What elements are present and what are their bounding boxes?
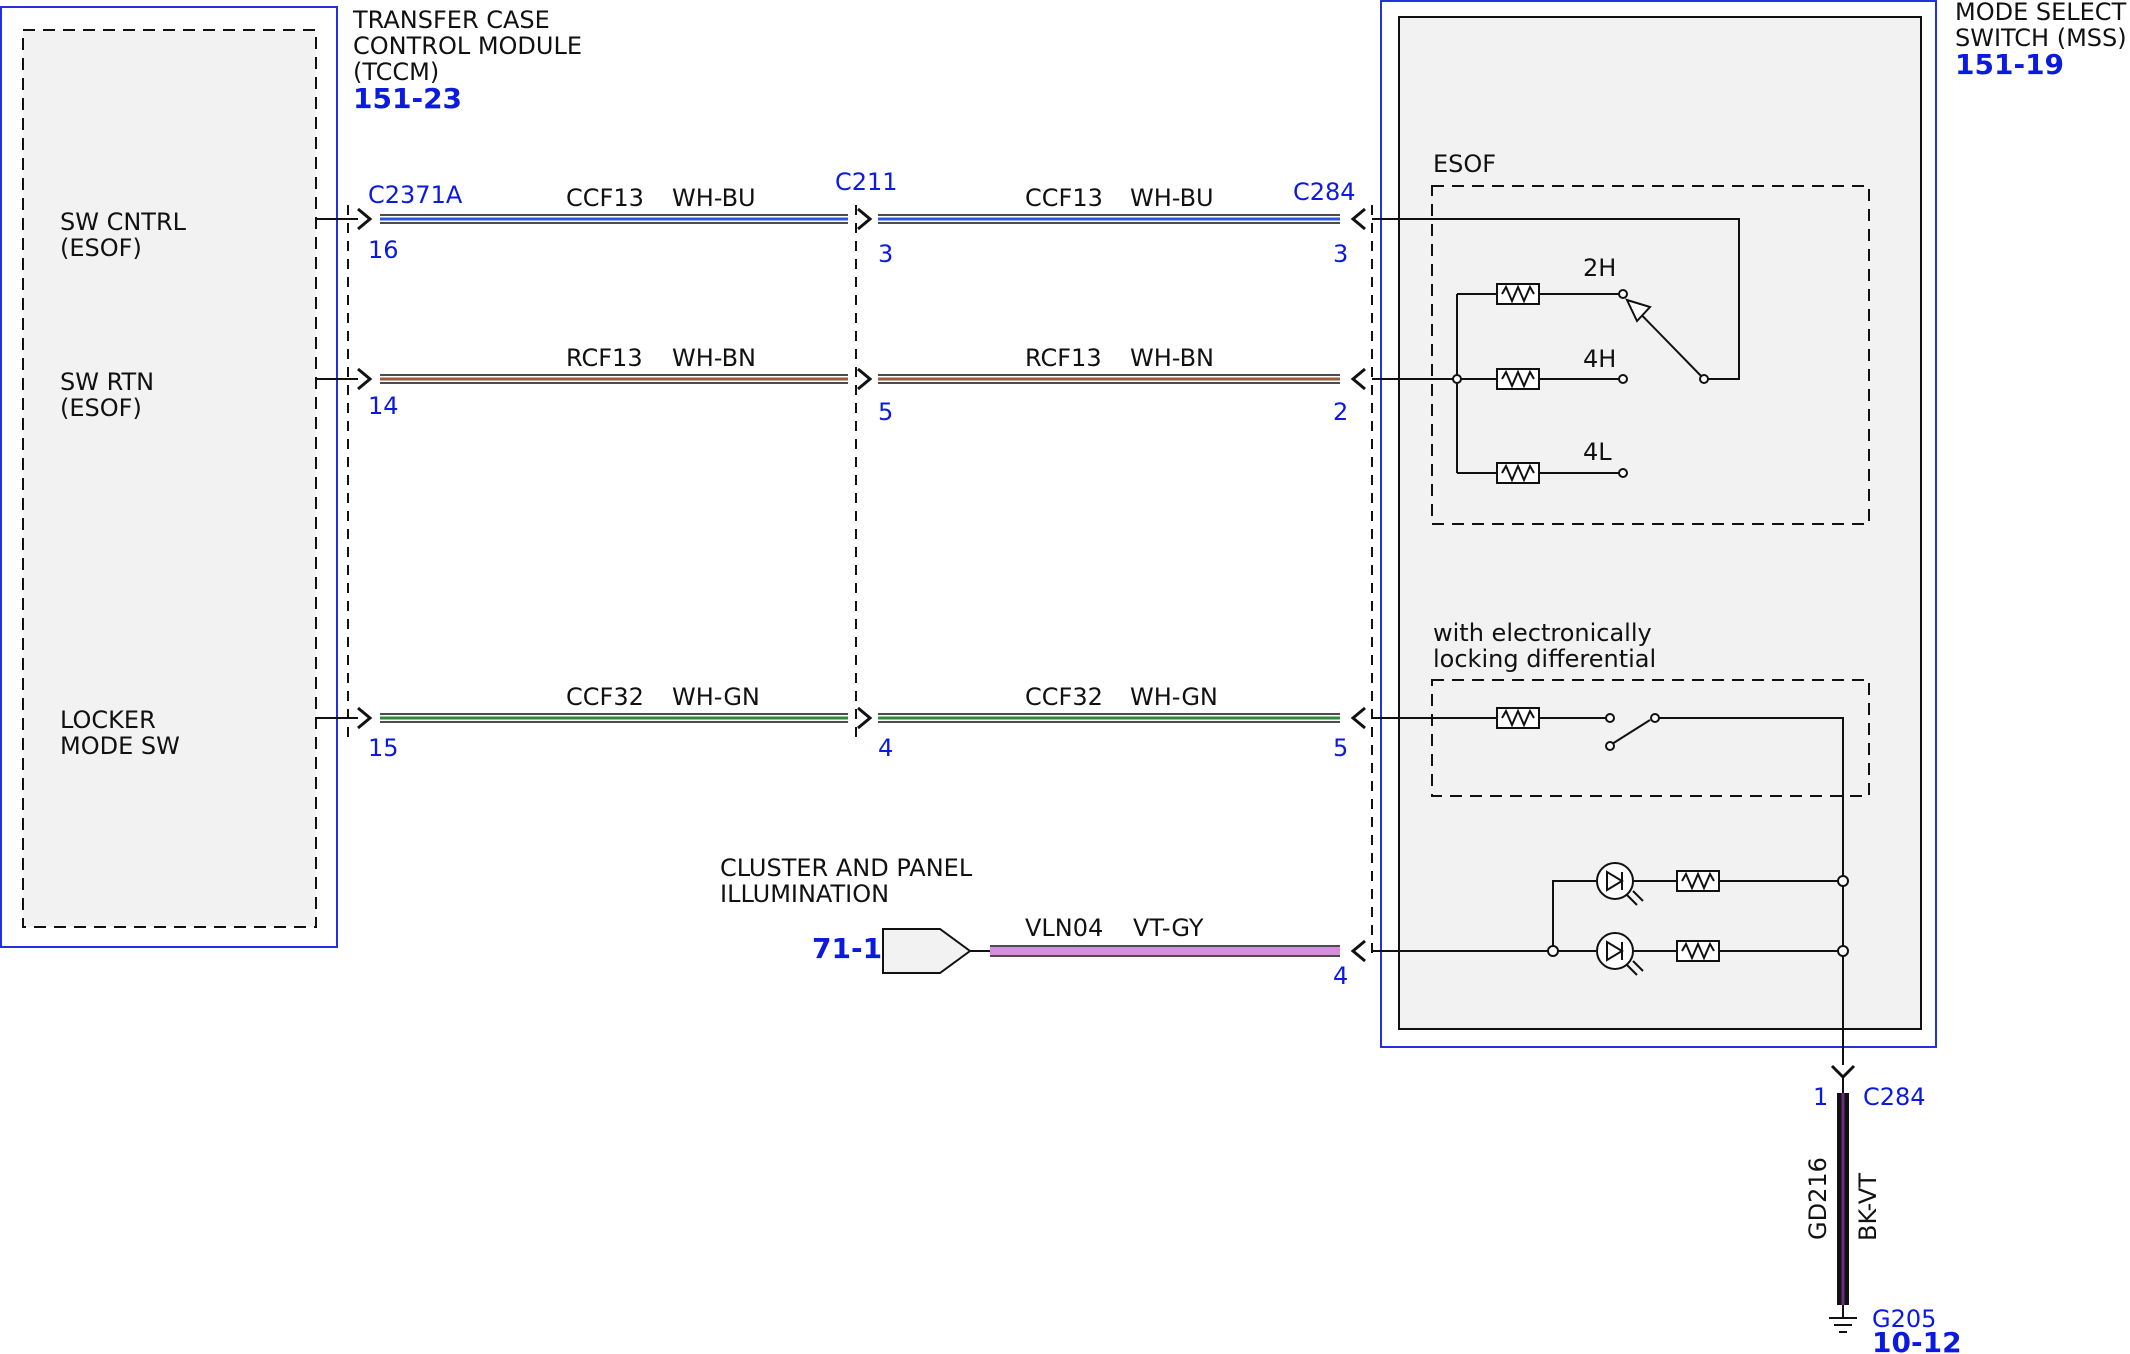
connector-c211-label[interactable]: C211 (835, 168, 898, 196)
mss-title-line-2: SWITCH (MSS) (1955, 24, 2127, 52)
wire-rcf13-circuit-a: RCF13 (566, 344, 643, 372)
tccm-title-line-2: CONTROL MODULE (353, 32, 582, 60)
ground-connector-label[interactable]: C284 (1863, 1083, 1926, 1111)
pin-arrow-inline-rcf13 (856, 367, 872, 391)
illumination-resistor-2 (1676, 940, 1720, 962)
connector-c2371a-label[interactable]: C2371A (368, 181, 463, 209)
inline-pin-rcf13: 5 (878, 398, 893, 426)
wire-vln04-color: VT-GY (1133, 914, 1204, 942)
illumination-resistor-1 (1676, 870, 1720, 892)
tccm-title-line-3: (TCCM) (353, 58, 439, 86)
mss-pin-vln04: 4 (1333, 962, 1348, 990)
pin-arrow-tccm-ccf32 (356, 706, 372, 730)
tccm-pin-label-3a: LOCKER (60, 706, 156, 734)
illumination-circuit (1372, 880, 1843, 952)
mss-pin-rcf13: 2 (1333, 398, 1348, 426)
tccm-module (0, 6, 338, 948)
tccm-pin-label-1a: SW CNTRL (60, 208, 187, 236)
tccm-title-line-1: TRANSFER CASE (352, 6, 550, 34)
pin-arrow-mss-ccf13 (1351, 207, 1367, 231)
esof-resistor-2h (1496, 283, 1540, 305)
locker-label-2: locking differential (1433, 645, 1656, 673)
esof-label: ESOF (1433, 150, 1496, 178)
wire-ccf32-circuit-a: CCF32 (566, 683, 644, 711)
esof-resistor-4h (1496, 368, 1540, 390)
wire-ccf13-circuit-a: CCF13 (566, 184, 644, 212)
ground-wire-circuit: GD216 (1804, 1157, 1832, 1240)
locker-resistor (1496, 707, 1540, 729)
mss-ref[interactable]: 151-19 (1955, 48, 2064, 81)
wire-ccf32-color-a: WH-GN (672, 683, 760, 711)
esof-position-2h: 2H (1583, 254, 1616, 282)
pin-arrow-mss-rcf13 (1351, 367, 1367, 391)
pin-arrow-inline-ccf32 (856, 706, 872, 730)
wire-rcf13-color-b: WH-BN (1130, 344, 1214, 372)
ground-pin: 1 (1813, 1083, 1828, 1111)
tccm-pin-label-1b: (ESOF) (60, 234, 142, 262)
tccm-pin-label-3b: MODE SW (60, 732, 180, 760)
tccm-ref[interactable]: 151-23 (353, 82, 462, 115)
wire-ccf13-color-a: WH-BU (672, 184, 756, 212)
pin-arrow-inline-ccf13 (856, 207, 872, 231)
tccm-pin-label-2a: SW RTN (60, 368, 154, 396)
inline-pin-ccf13: 3 (878, 240, 893, 268)
tccm-pin-16: 16 (368, 236, 399, 264)
illumination-label-1: CLUSTER AND PANEL (720, 854, 973, 882)
wire-rcf13-color-a: WH-BN (672, 344, 756, 372)
esof-position-4l: 4L (1583, 438, 1612, 466)
esof-block (1431, 185, 1870, 525)
illumination-label-2: ILLUMINATION (720, 880, 889, 908)
ground-circuit (1829, 1064, 1857, 1333)
wire-rcf13-circuit-b: RCF13 (1025, 344, 1102, 372)
tccm-pin-label-2b: (ESOF) (60, 394, 142, 422)
esof-switch-arrow (1625, 298, 1652, 323)
pin-arrow-mss-vln04 (1351, 939, 1367, 963)
esof-circuit (1372, 218, 1740, 474)
connector-c284-label[interactable]: C284 (1293, 178, 1356, 206)
wire-ccf13-circuit-b: CCF13 (1025, 184, 1103, 212)
wire-ccf32-circuit-b: CCF32 (1025, 683, 1103, 711)
wire-ccf13-color-b: WH-BU (1130, 184, 1214, 212)
pin-arrow-mss-ccf32 (1351, 706, 1367, 730)
ground-point-label[interactable]: G205 (1872, 1305, 1936, 1333)
tccm-pin-15: 15 (368, 734, 399, 762)
locker-block (1431, 679, 1870, 797)
mss-pin-ccf13: 3 (1333, 240, 1348, 268)
wire-ccf32-color-b: WH-GN (1130, 683, 1218, 711)
ground-ref[interactable]: 10-12 (1872, 1326, 1962, 1354)
tccm-pin-14: 14 (368, 392, 399, 420)
illumination-connector-shape (882, 928, 972, 974)
ground-wire-color: BK-VT (1854, 1173, 1882, 1241)
wire-vln04-circuit: VLN04 (1025, 914, 1103, 942)
inline-pin-ccf32: 4 (878, 734, 893, 762)
mss-pin-ccf32: 5 (1333, 734, 1348, 762)
pin-arrow-tccm-rcf13 (356, 367, 372, 391)
mss-title-line-1: MODE SELECT (1955, 0, 2127, 26)
locker-label-1: with electronically (1433, 619, 1652, 647)
esof-resistor-4l (1496, 462, 1540, 484)
illumination-ref[interactable]: 71-1 (812, 932, 882, 965)
esof-position-4h: 4H (1583, 345, 1616, 373)
pin-arrow-tccm-ccf13 (356, 207, 372, 231)
